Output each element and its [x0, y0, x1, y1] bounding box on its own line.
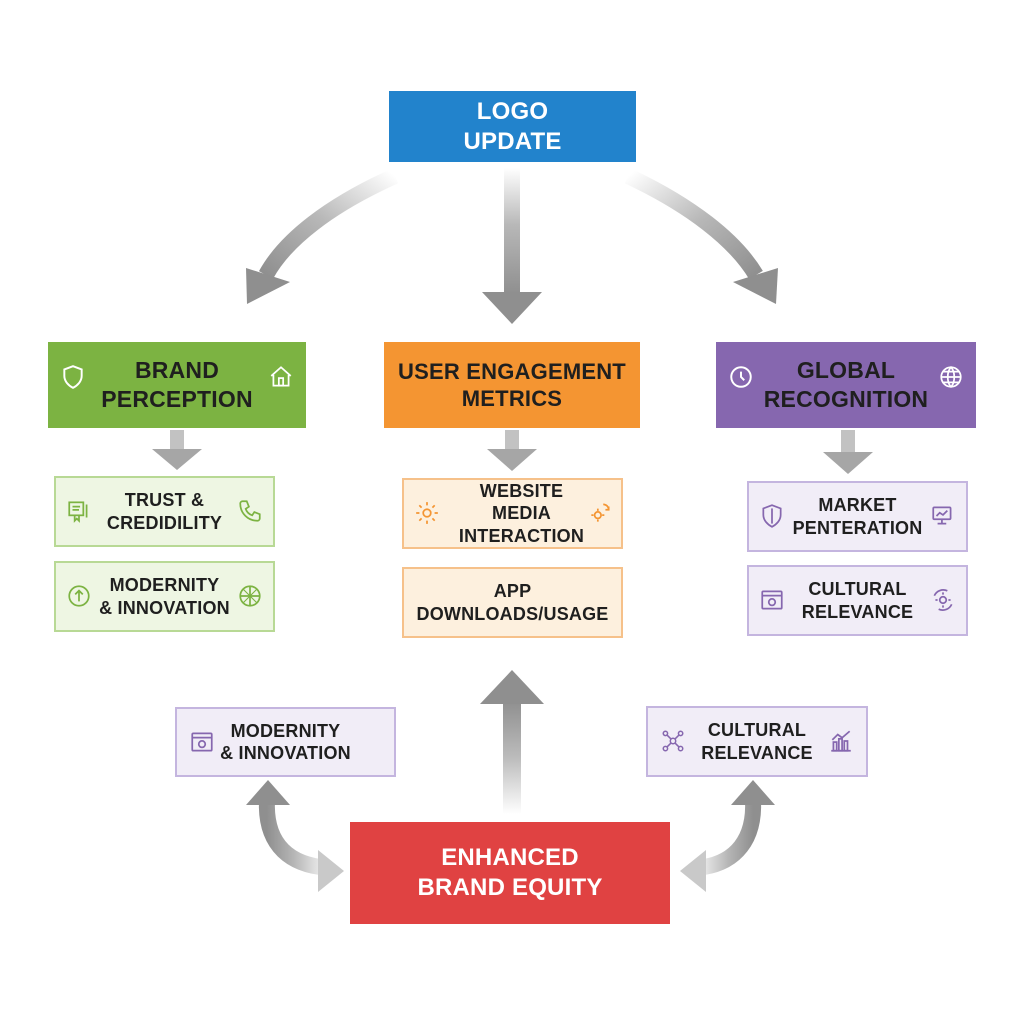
- shield-icon: [759, 503, 785, 529]
- trust-credibility-label: TRUST & CREDIDILITY: [106, 490, 223, 533]
- logo-update-box: LOGO UPDATE: [389, 91, 636, 162]
- browser-window-icon: [759, 587, 785, 613]
- website-media-interaction-label: WEBSITE MEDIA INTERACTION: [458, 480, 585, 546]
- enhanced-brand-equity-label: ENHANCED BRAND EQUITY: [417, 844, 603, 901]
- enhanced-brand-equity-box: ENHANCED BRAND EQUITY: [350, 822, 670, 924]
- market-penetration-box: MARKET PENTERATION: [747, 481, 968, 552]
- arrow-brand-down: [152, 430, 202, 470]
- arrow-engagement-down: [487, 430, 537, 471]
- house-icon: [268, 364, 294, 390]
- gear-cycle-icon: [587, 500, 613, 526]
- globe-icon: [938, 364, 964, 390]
- clock-icon: [728, 364, 754, 390]
- brand-perception-label: BRAND PERCEPTION: [101, 357, 253, 412]
- website-media-interaction-box: WEBSITE MEDIA INTERACTION: [402, 478, 623, 549]
- gear-icon: [414, 500, 440, 526]
- feedback-cultural-relevance-box: CULTURAL RELEVANCE: [646, 706, 868, 777]
- gear-cycle-icon: [930, 587, 956, 613]
- bar-chart-icon: [828, 728, 854, 754]
- logo-update-label: LOGO UPDATE: [463, 97, 562, 155]
- global-recognition-label: GLOBAL RECOGNITION: [763, 357, 929, 412]
- arrow-logo-to-brand: [246, 168, 399, 304]
- arrow-equity-to-modernity: [246, 780, 344, 892]
- feedback-cultural-relevance-label: CULTURAL RELEVANCE: [701, 720, 813, 763]
- market-penetration-label: MARKET PENTERATION: [792, 495, 923, 538]
- arrow-logo-to-engagement: [482, 168, 542, 324]
- brand-perception-box: BRAND PERCEPTION: [48, 342, 306, 428]
- arrow-global-down: [823, 430, 873, 474]
- app-downloads-usage-box: APP DOWNLOADS/USAGE: [402, 567, 623, 638]
- shield-icon: [60, 364, 86, 390]
- arrow-up-circle-icon: [66, 583, 92, 609]
- global-recognition-box: GLOBAL RECOGNITION: [716, 342, 976, 428]
- network-nodes-icon: [660, 728, 686, 754]
- app-downloads-usage-label: APP DOWNLOADS/USAGE: [416, 581, 609, 624]
- monitor-chart-icon: [930, 503, 956, 529]
- trust-credibility-box: TRUST & CREDIDILITY: [54, 476, 275, 547]
- modernity-innovation-label: MODERNITY & INNOVATION: [99, 575, 230, 618]
- phone-icon: [237, 498, 263, 524]
- arrow-logo-to-global: [624, 168, 778, 304]
- arrow-equity-to-engagement: [480, 670, 544, 814]
- user-engagement-box: USER ENGAGEMENT METRICS: [384, 342, 640, 428]
- certificate-icon: [66, 498, 92, 524]
- cultural-relevance-box: CULTURAL RELEVANCE: [747, 565, 968, 636]
- cultural-relevance-label: CULTURAL RELEVANCE: [801, 579, 914, 622]
- arrow-equity-to-cultural: [680, 780, 775, 892]
- feedback-modernity-innovation-box: MODERNITY & INNOVATION: [175, 707, 396, 777]
- feedback-modernity-innovation-label: MODERNITY & INNOVATION: [220, 720, 351, 764]
- globe-network-icon: [237, 583, 263, 609]
- modernity-innovation-box: MODERNITY & INNOVATION: [54, 561, 275, 632]
- browser-window-icon: [189, 729, 215, 755]
- user-engagement-label: USER ENGAGEMENT METRICS: [398, 358, 626, 412]
